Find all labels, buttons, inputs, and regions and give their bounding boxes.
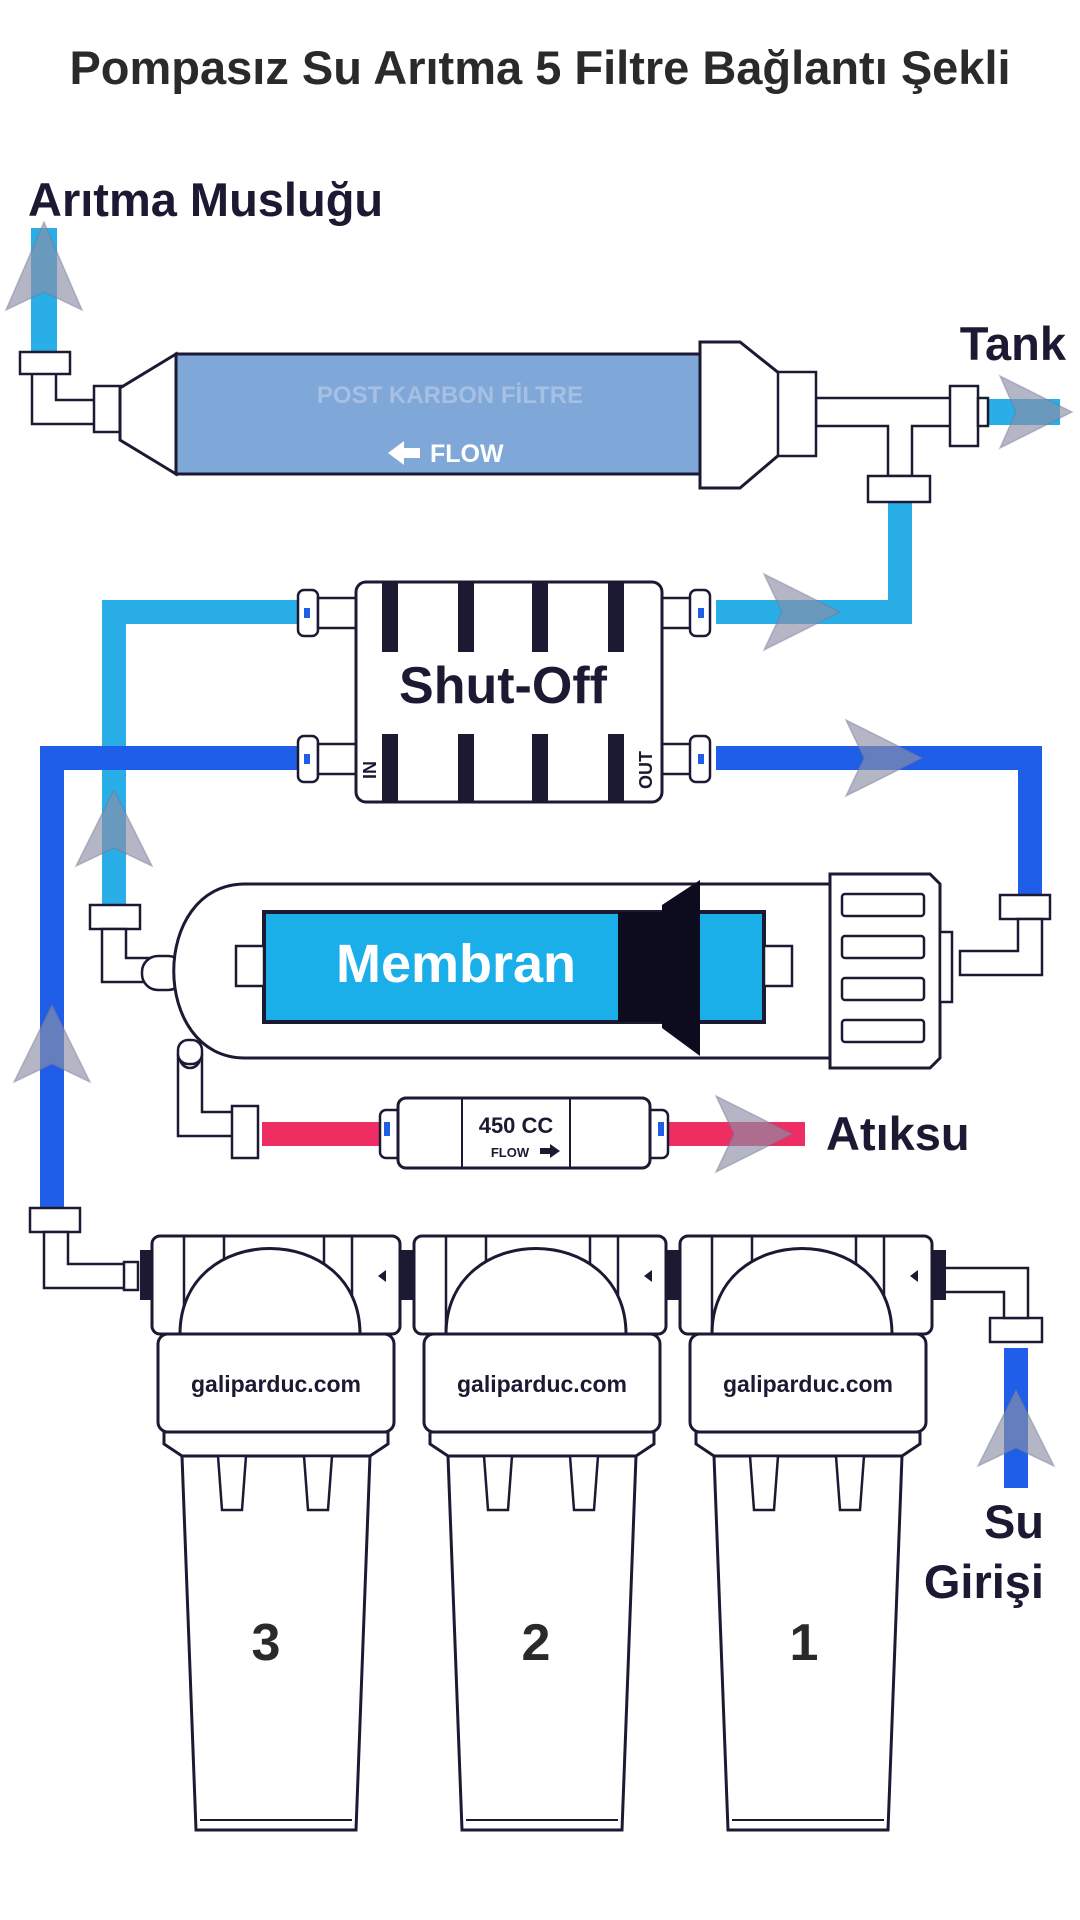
feed-out-elbow xyxy=(42,1230,134,1290)
flow-right-arrow-icon xyxy=(540,1144,560,1158)
post-filter-flow-label: FLOW xyxy=(430,440,504,468)
housing-brand: galiparduc.com xyxy=(723,1371,893,1397)
shutoff-valve: Shut-Off IN OUT xyxy=(296,580,712,804)
flow-restrictor: 450 CC FLOW xyxy=(378,1096,670,1170)
membrane-pure-fitting xyxy=(88,903,142,931)
housing-brand: galiparduc.com xyxy=(191,1371,361,1397)
flow-restrictor-flow-label: FLOW xyxy=(491,1145,530,1160)
shutoff-body xyxy=(354,580,664,804)
tank-fitting xyxy=(948,384,980,448)
membrane-housing: Membran xyxy=(140,872,954,1070)
feed-out-nut xyxy=(122,1260,140,1292)
post-filter-right-nut xyxy=(776,370,818,458)
post-filter-label: POST KARBON FİLTRE xyxy=(317,382,583,409)
post-carbon-filter: POST KARBON FİLTRE FLOW xyxy=(92,340,818,490)
inflow-arrow-icon xyxy=(644,1270,652,1282)
fittings xyxy=(18,350,1052,1344)
flow-arrows xyxy=(4,220,1074,1468)
housing-number: 1 xyxy=(790,1614,819,1672)
filter-housing-1: galiparduc.com 1 xyxy=(678,1234,934,1832)
shutoff-in-label: IN xyxy=(360,761,380,779)
faucet-fitting xyxy=(18,350,72,376)
waste-fitting xyxy=(230,1104,260,1160)
shutoff-ribs xyxy=(382,582,624,802)
tee-nut xyxy=(866,474,932,504)
waste-label: Atıksu xyxy=(826,1107,970,1160)
filter-housing-3: galiparduc.com 3 xyxy=(150,1234,402,1832)
membrane-label: Membran xyxy=(336,934,576,994)
tank-label: Tank xyxy=(960,317,1067,370)
arrow-up-icon xyxy=(12,1003,92,1084)
inlet-label-line2: Girişi xyxy=(924,1555,1044,1608)
inlet-fitting xyxy=(988,1316,1044,1344)
arrow-up-icon xyxy=(74,788,154,868)
arrow-up-icon xyxy=(976,1388,1056,1468)
housing-brand: galiparduc.com xyxy=(457,1371,627,1397)
arrow-right-icon xyxy=(998,374,1074,450)
membrane-feed-fitting xyxy=(998,893,1052,921)
faucet-label: Arıtma Musluğu xyxy=(28,173,383,226)
inlet-elbow xyxy=(942,1266,1030,1320)
end-cap-nut xyxy=(938,930,954,1004)
tee-fitting xyxy=(814,396,954,478)
post-filter-left-nut xyxy=(92,384,124,434)
shutoff-out-label: OUT xyxy=(636,751,656,789)
post-filter-right-cone xyxy=(698,340,782,490)
feed-to-shutoff-pipe xyxy=(40,746,302,1218)
inflow-arrow-icon xyxy=(378,1270,386,1282)
arrow-up-icon xyxy=(4,220,84,312)
membrane-tube-left xyxy=(234,944,266,988)
membrane-tube-right xyxy=(762,944,794,988)
tee-to-shutoff-pipe xyxy=(716,500,912,624)
housing-number: 2 xyxy=(522,1614,551,1672)
feed-out-fitting xyxy=(28,1206,82,1234)
tank-nut xyxy=(976,396,990,428)
housing-number: 3 xyxy=(252,1614,281,1672)
filter-housing-2: galiparduc.com 2 xyxy=(412,1234,668,1832)
flow-restrictor-capacity: 450 CC xyxy=(479,1113,554,1138)
page-title: Pompasız Su Arıtma 5 Filtre Bağlantı Şek… xyxy=(69,41,1010,94)
inflow-arrow-icon xyxy=(910,1270,918,1282)
membrane-waste-stem xyxy=(176,1038,204,1066)
arrow-right-icon xyxy=(844,718,924,798)
inlet-label-line1: Su xyxy=(984,1495,1044,1548)
shutoff-label: Shut-Off xyxy=(399,657,608,715)
arrow-right-icon xyxy=(714,1094,794,1174)
end-cap-grip xyxy=(840,892,926,1044)
post-filter-left-cone xyxy=(118,351,178,477)
shutoff-to-membrane-pipe xyxy=(716,746,1042,895)
flow-left-arrow-icon xyxy=(388,441,420,465)
membrane-feed-elbow xyxy=(958,917,1044,977)
post-filter-body xyxy=(174,352,702,476)
arrow-right-icon xyxy=(762,572,842,652)
filter-housings: galiparduc.com 3 galiparduc.com 2 xyxy=(140,1234,946,1832)
